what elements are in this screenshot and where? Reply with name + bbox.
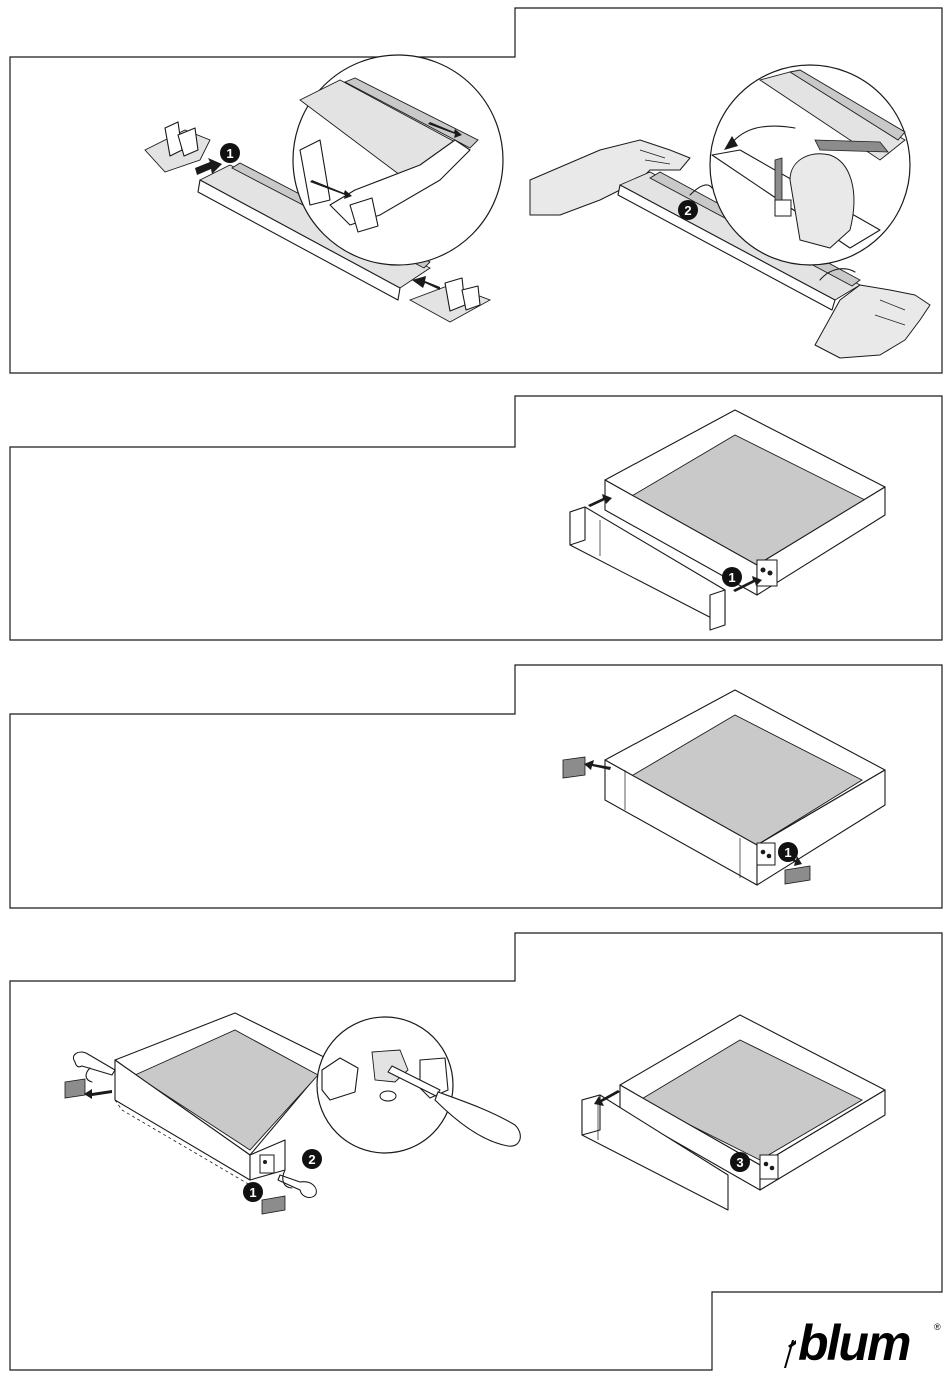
brand-name: blum xyxy=(798,1314,909,1372)
panel-4-adjust-and-mount: 1 2 3 xyxy=(10,933,942,1370)
panel-1-runner-assembly: 1 xyxy=(10,8,942,373)
svg-text:2: 2 xyxy=(684,203,691,218)
registered-mark: ® xyxy=(934,1322,941,1332)
step-badge-2: 2 xyxy=(302,1149,322,1169)
front-bracket-top xyxy=(145,122,210,172)
panel-2-front-attach: 1 xyxy=(10,396,942,640)
arrow-icon xyxy=(412,276,440,290)
panel-3-remove-covers: 1 xyxy=(10,665,942,908)
magnifier-circle xyxy=(710,65,910,265)
drawer-illustration xyxy=(563,690,885,885)
svg-text:1: 1 xyxy=(226,146,233,161)
svg-text:3: 3 xyxy=(736,1155,743,1170)
step-badge-3: 3 xyxy=(730,1152,750,1172)
step-badge-1: 1 xyxy=(220,143,240,163)
svg-text:1: 1 xyxy=(249,1185,256,1200)
drawer-illustration xyxy=(65,1013,330,1214)
magnifier-circle xyxy=(293,55,503,265)
brand-logo: blum ® xyxy=(782,1318,942,1374)
svg-text:1: 1 xyxy=(784,845,791,860)
magnifier-circle xyxy=(317,1017,520,1153)
step-badge-1: 1 xyxy=(778,842,798,862)
step-badge-2: 2 xyxy=(678,200,698,220)
step-badge-1: 1 xyxy=(722,567,742,587)
drawer-illustration xyxy=(570,410,885,630)
svg-text:2: 2 xyxy=(308,1152,315,1167)
svg-text:1: 1 xyxy=(728,570,735,585)
step-badge-1: 1 xyxy=(243,1182,263,1202)
drawer-illustration xyxy=(582,1015,885,1210)
